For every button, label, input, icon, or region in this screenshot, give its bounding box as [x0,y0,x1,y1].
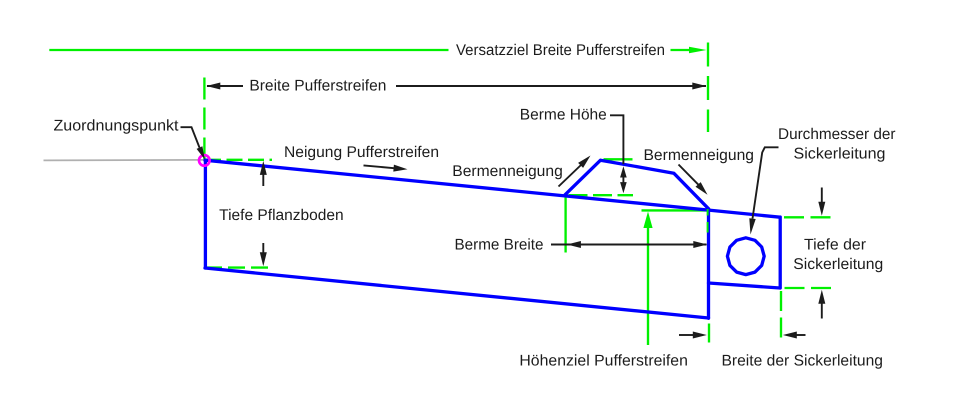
svg-text:Tiefe der: Tiefe der [804,237,866,254]
svg-text:Neigung Pufferstreifen: Neigung Pufferstreifen [284,144,439,161]
svg-text:Bermenneigung: Bermenneigung [452,163,563,180]
svg-text:Versatzziel Breite Pufferstrei: Versatzziel Breite Pufferstreifen [456,42,665,59]
svg-text:Bermenneigung: Bermenneigung [644,147,755,164]
svg-text:Sickerleitung: Sickerleitung [793,256,883,273]
svg-text:Höhenziel Pufferstreifen: Höhenziel Pufferstreifen [519,353,688,370]
svg-text:Durchmesser der: Durchmesser der [778,126,896,143]
svg-text:Sickerleitung: Sickerleitung [794,145,886,162]
svg-text:Zuordnungspunkt: Zuordnungspunkt [54,118,180,135]
svg-text:Tiefe Pflanzboden: Tiefe Pflanzboden [219,207,344,224]
svg-text:Berme Höhe: Berme Höhe [520,107,607,124]
svg-text:Berme Breite: Berme Breite [455,236,544,253]
svg-text:Breite Pufferstreifen: Breite Pufferstreifen [249,78,386,95]
svg-text:Breite der Sickerleitung: Breite der Sickerleitung [722,353,884,370]
